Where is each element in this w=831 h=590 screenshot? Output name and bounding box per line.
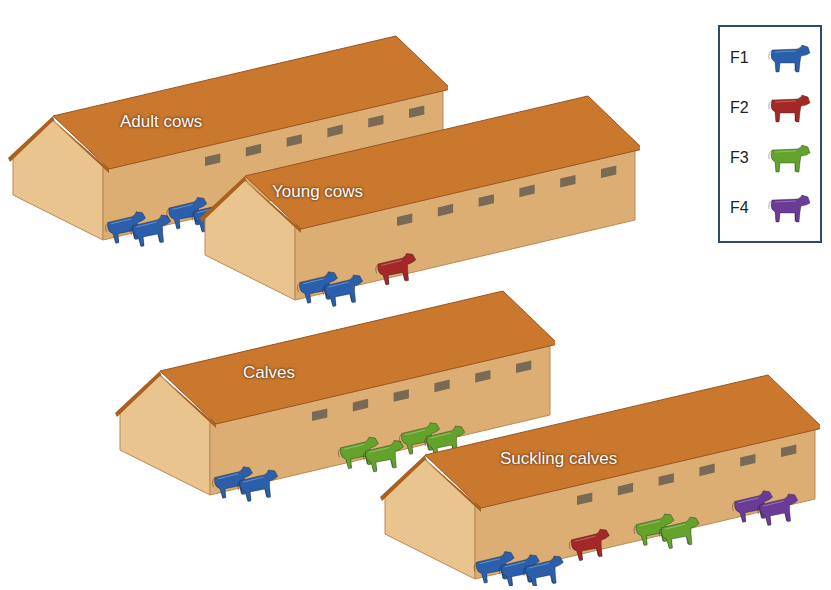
legend-text: F4 xyxy=(730,199,749,217)
legend-swatch xyxy=(766,92,812,124)
legend-row: F2 xyxy=(730,91,820,125)
barn: Suckling calves xyxy=(380,374,820,586)
legend-swatch xyxy=(766,142,812,174)
legend-row: F4 xyxy=(730,191,820,225)
barn-illustration xyxy=(380,374,820,586)
barn-label: Calves xyxy=(243,363,295,383)
legend-swatch xyxy=(766,192,812,224)
legend-box: F1F2F3F4 xyxy=(718,25,822,243)
barn-illustration xyxy=(200,95,640,307)
barn-label: Adult cows xyxy=(120,112,202,132)
legend-row: F3 xyxy=(730,141,820,175)
legend-swatch xyxy=(766,42,812,74)
legend-text: F2 xyxy=(730,99,749,117)
legend-row: F1 xyxy=(730,41,820,75)
barn-label: Young cows xyxy=(272,182,363,202)
legend-text: F3 xyxy=(730,149,749,167)
legend-text: F1 xyxy=(730,49,749,67)
barn: Young cows xyxy=(200,95,640,307)
barn-label: Suckling calves xyxy=(500,449,617,469)
